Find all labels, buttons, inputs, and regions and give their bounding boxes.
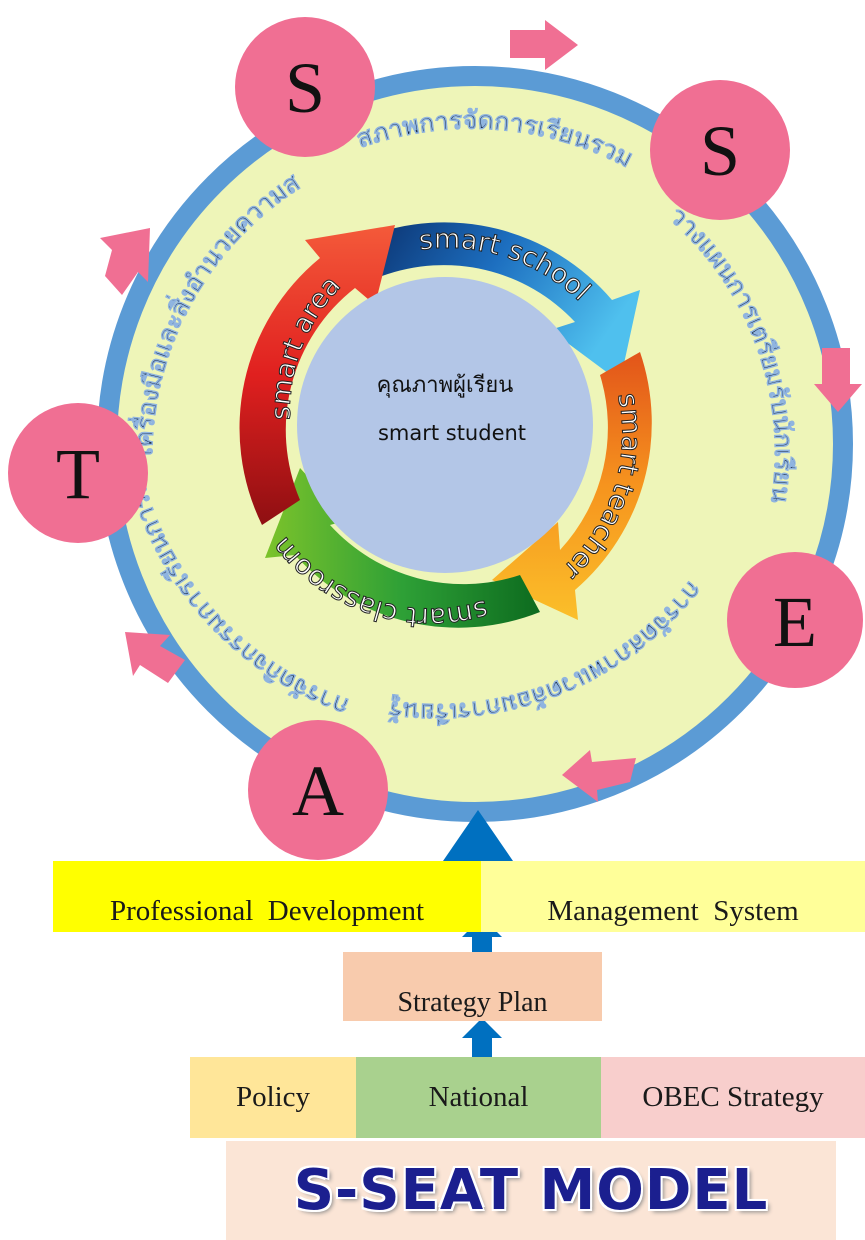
smart-teacher-arrow — [492, 352, 652, 620]
letter-circle-t — [8, 403, 148, 543]
letter-circle-s1 — [235, 17, 375, 157]
letter-circle-e — [727, 552, 863, 688]
policy-label: Policy — [235, 1081, 311, 1113]
s-seat-cycle-diagram: สภาพการจัดการเรียนรวม วางแผนการเตรียมรับ… — [0, 0, 863, 860]
cycle-arrow-top — [510, 20, 578, 70]
model-title: S-SEAT MODEL — [226, 1141, 836, 1240]
strategy-plan-box: Strategy Plan — [343, 952, 602, 1021]
letter-e: E — [773, 582, 817, 662]
center-line-2: smart student — [378, 421, 526, 445]
smart-school-arrow — [363, 222, 640, 382]
national-label: National — [428, 1081, 529, 1113]
management-system-label: Management System — [547, 895, 799, 927]
cycle-arrow-bottom-left — [125, 632, 185, 683]
professional-development-label: Professional Development — [109, 895, 425, 927]
smart-area-arrow — [239, 225, 395, 525]
cycle-arrow-left — [100, 228, 150, 295]
cycle-arrow-right — [814, 348, 862, 412]
obec-strategy-box: OBEC Strategy — [601, 1057, 865, 1138]
cycle-arrow-bottom-right — [562, 750, 636, 802]
model-title-text: S-SEAT MODEL — [293, 1158, 769, 1223]
letter-circle-a — [248, 720, 388, 860]
letter-t: T — [56, 434, 100, 514]
center-line-1: คุณภาพผู้เรียน — [377, 373, 514, 398]
national-box: National — [356, 1057, 601, 1138]
obec-strategy-label: OBEC Strategy — [642, 1081, 824, 1113]
up-arrow-base-to-strategy — [462, 1018, 502, 1057]
strategy-plan-label: Strategy Plan — [397, 987, 548, 1018]
management-system-box: Management System — [481, 861, 865, 932]
letter-s2: S — [700, 111, 740, 191]
policy-box: Policy — [190, 1057, 356, 1138]
letter-s1: S — [285, 48, 325, 128]
center-disc — [297, 277, 593, 573]
professional-development-box: Professional Development — [53, 861, 481, 932]
letter-circle-s2 — [650, 80, 790, 220]
cycle-arrows — [100, 20, 862, 802]
letter-a: A — [292, 751, 344, 831]
